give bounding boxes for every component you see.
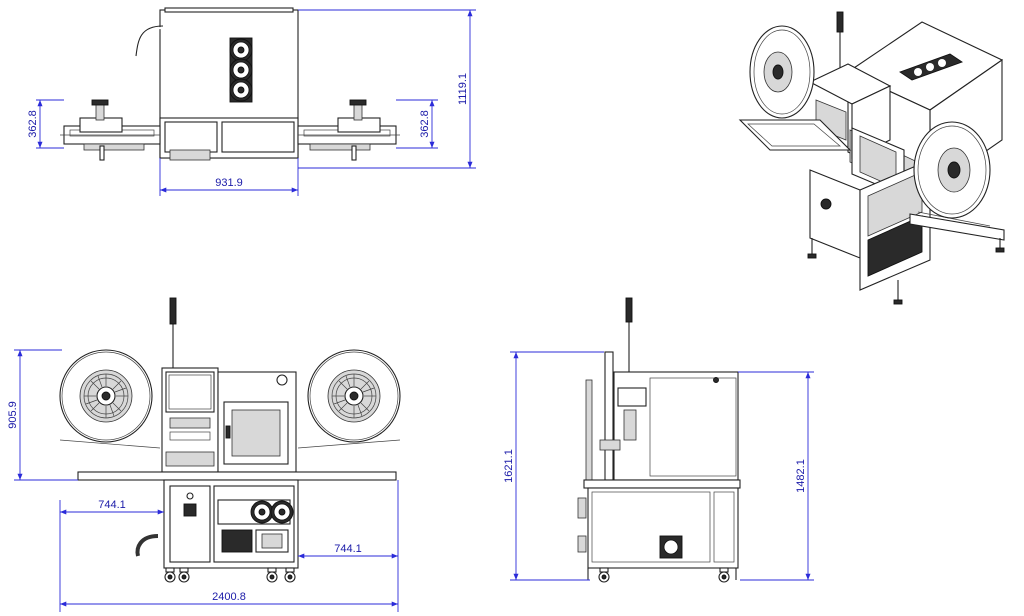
front-caster-1 [164,567,176,583]
front-reel-right [307,349,401,443]
top-width-dim: 931.9 [215,177,243,189]
side-caster-2 [718,567,730,583]
side-body-height-dim: 1482.1 [795,459,807,493]
front-reel-height-dim: 905.9 [7,401,19,429]
top-fan-1 [229,38,253,62]
iso-reel-left [749,25,815,119]
iso-reel-right [913,121,991,219]
top-fan-2 [229,58,253,82]
top-depth-dim: 1119.1 [457,73,469,105]
front-right-wing-dim: 744.1 [334,543,362,555]
front-left-wing-dim: 744.1 [98,499,126,511]
top-left-side-dim: 362.8 [27,110,39,138]
top-right-side-dim: 362.8 [419,110,431,138]
front-fan-2 [270,500,294,524]
side-view: 1621.1 1482.1 [503,297,814,583]
isometric-view [738,11,1005,305]
front-fan-1 [250,500,274,524]
front-caster-4 [284,567,296,583]
front-view: 905.9 2400.8 744.1 744.1 [7,297,401,612]
front-reel-left [59,349,153,443]
front-caster-2 [178,567,190,583]
side-overall-height-dim: 1621.1 [503,449,515,483]
side-caster-1 [598,567,610,583]
top-view: 931.9 1119.1 362.8 362.8 [27,7,476,196]
top-fan-3 [229,78,253,102]
front-overall-width-dim: 2400.8 [212,591,246,603]
front-caster-3 [266,567,278,583]
